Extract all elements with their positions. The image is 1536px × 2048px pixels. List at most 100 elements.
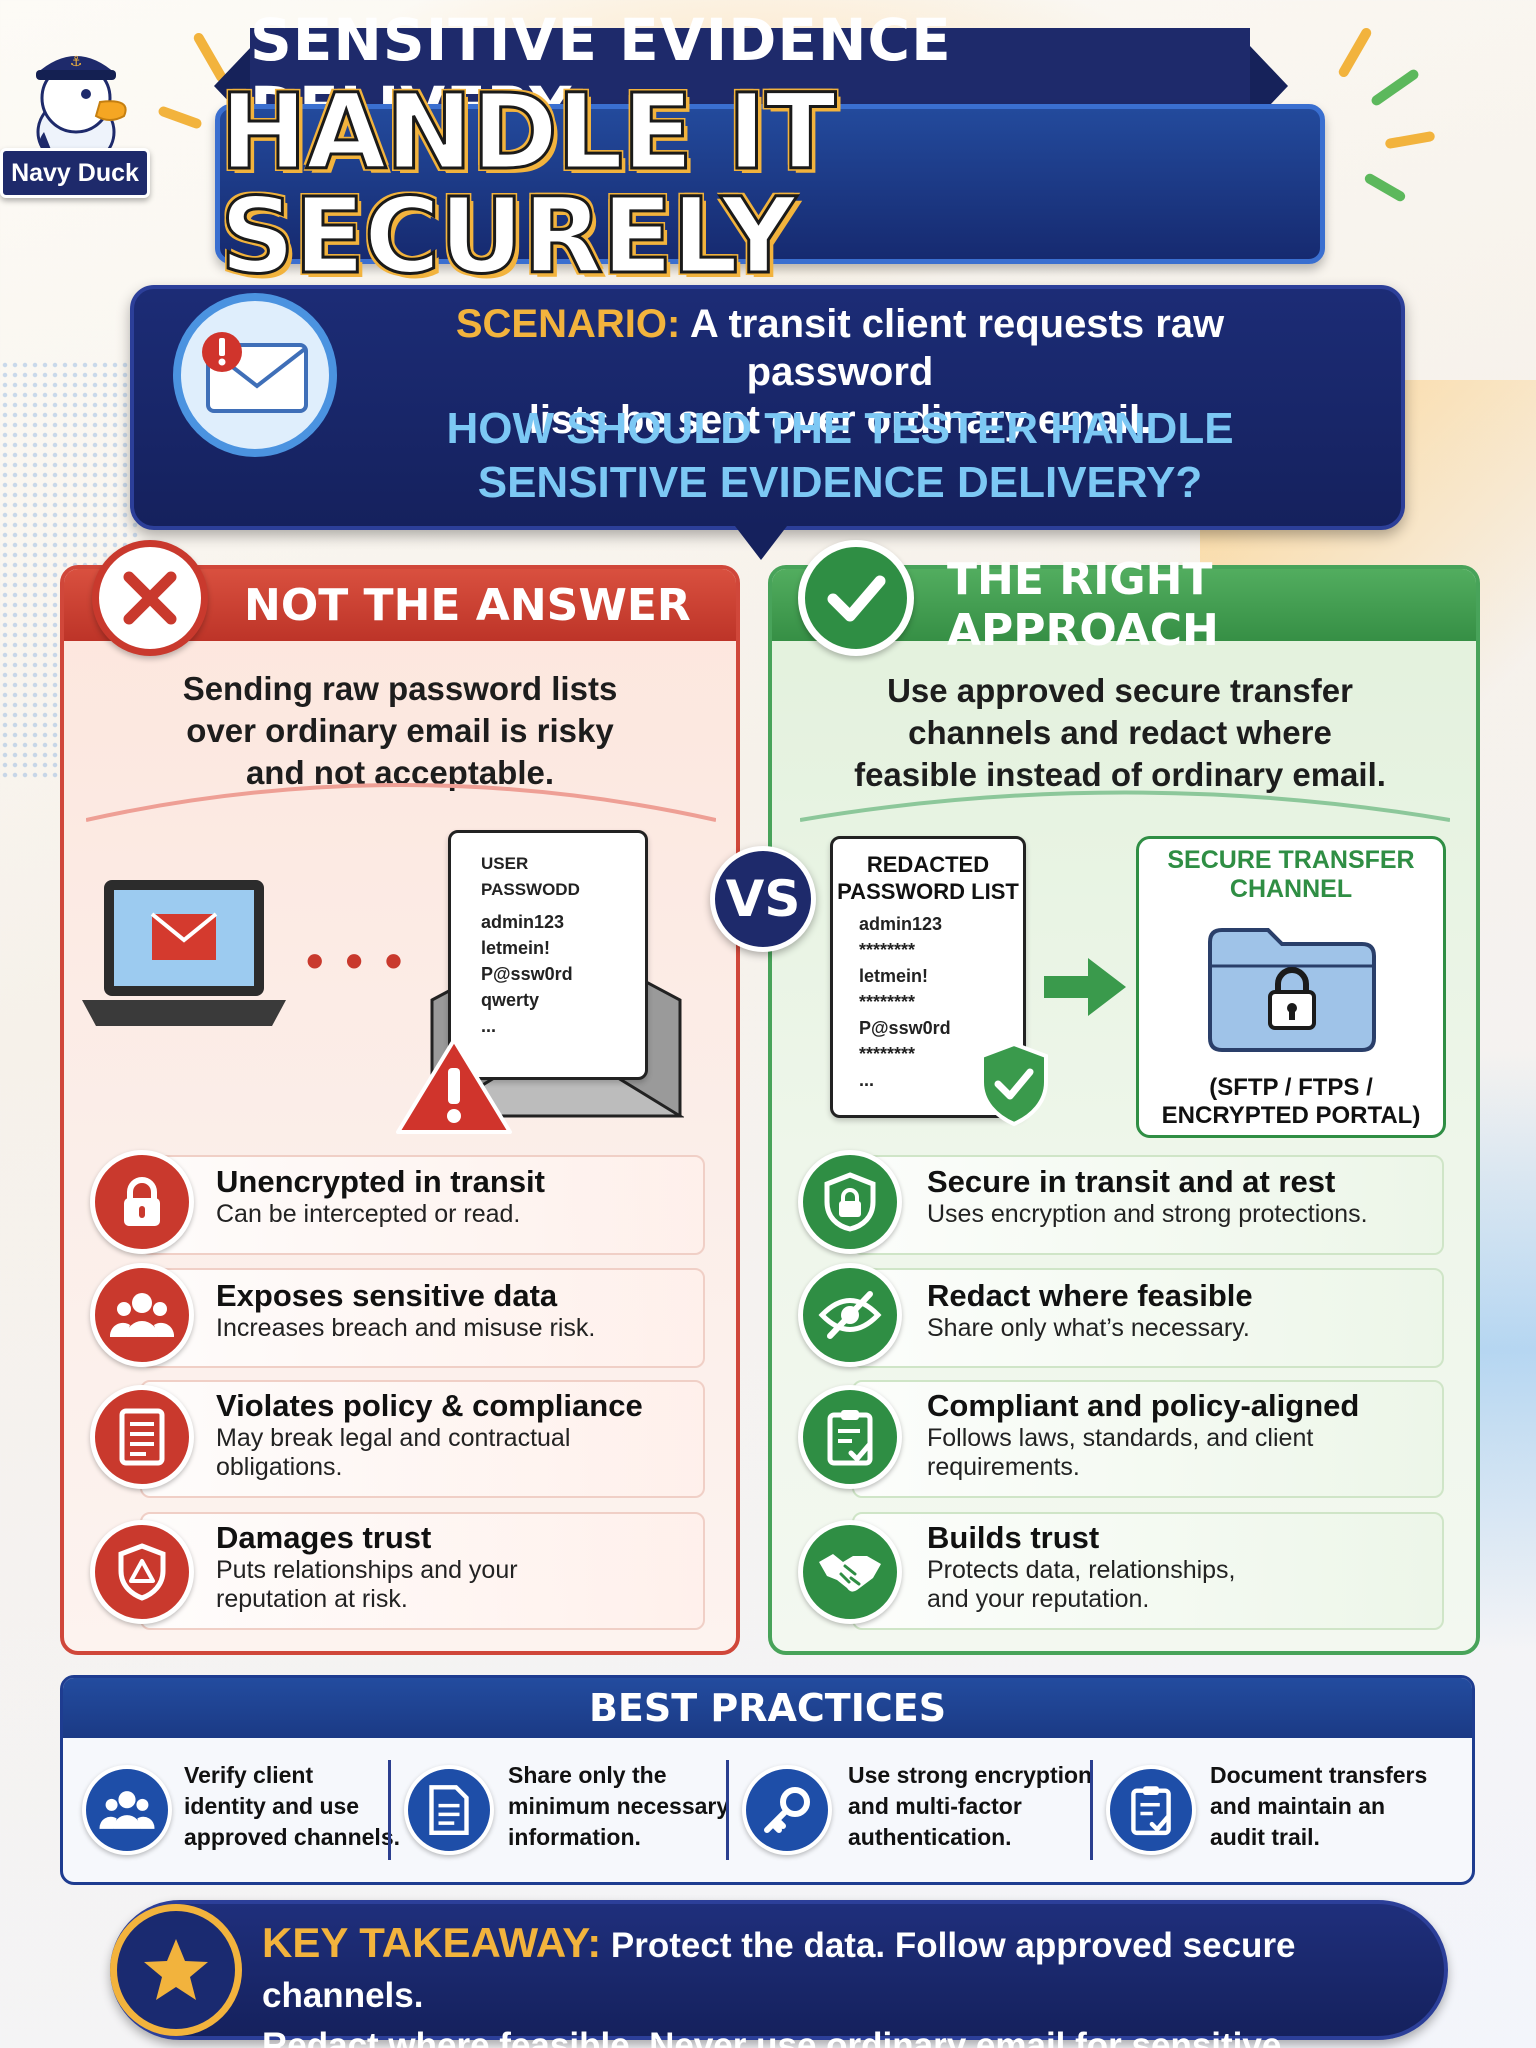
- benefit-title: Secure in transit and at rest: [927, 1164, 1336, 1199]
- best-practice-item: Verify client identity and use approved …: [184, 1760, 400, 1853]
- risk-title: Violates policy & compliance: [216, 1388, 643, 1423]
- best-practice-line: and maintain an: [1210, 1793, 1386, 1819]
- shield-warning-icon: [90, 1520, 194, 1624]
- sparkle-ray: [157, 105, 203, 130]
- redacted-line: P@ssw0rd: [859, 1018, 951, 1038]
- benefit-sub: requirements.: [927, 1453, 1080, 1481]
- risk-text: Damages trust Puts relationships and you…: [216, 1520, 518, 1614]
- best-practice-line: Use strong encryption: [848, 1762, 1093, 1788]
- risk-sub: reputation at risk.: [216, 1585, 408, 1613]
- clipboard-check-icon: [798, 1385, 902, 1489]
- question-line2: SENSITIVE EVIDENCE DELIVERY?: [477, 458, 1203, 507]
- benefit-text: Compliant and policy-aligned Follows law…: [927, 1388, 1359, 1482]
- key-icon: [742, 1765, 832, 1855]
- benefit-row: [852, 1512, 1444, 1630]
- letter-line: USER: [481, 854, 529, 873]
- letter-line: ...: [481, 1016, 497, 1036]
- risk-sub: Puts relationships and your: [216, 1556, 518, 1584]
- benefit-sub: Follows laws, standards, and client: [927, 1424, 1314, 1452]
- email-alert-icon: [173, 293, 337, 457]
- benefit-title: Redact where feasible: [927, 1278, 1253, 1313]
- channel-title: SECURE TRANSFER CHANNEL: [1136, 846, 1446, 904]
- lead-line: feasible instead of ordinary email.: [854, 756, 1386, 793]
- scenario-pointer: [735, 526, 787, 560]
- channel-title-line: CHANNEL: [1229, 875, 1353, 903]
- best-practice-line: approved channels.: [184, 1824, 401, 1850]
- divider: [1090, 1760, 1093, 1860]
- scenario-line1: A transit client requests raw password: [689, 302, 1225, 394]
- benefit-row: [852, 1155, 1444, 1255]
- best-practice-item: Share only the minimum necessary informa…: [508, 1760, 729, 1853]
- document-icon: [404, 1765, 494, 1855]
- headline: HANDLE IT SECURELY: [219, 71, 838, 297]
- best-practice-line: authentication.: [848, 1824, 1012, 1850]
- divider: [726, 1760, 729, 1860]
- vs-badge: VS: [710, 846, 816, 952]
- locked-folder-icon: [1208, 928, 1376, 1052]
- letter-line: P@ssw0rd: [481, 964, 573, 984]
- scenario-text: SCENARIO: A transit client requests raw …: [365, 300, 1315, 444]
- best-practice-item: Document transfers and maintain an audit…: [1210, 1760, 1427, 1853]
- best-practice-line: Document transfers: [1210, 1762, 1428, 1788]
- shield-lock-icon: [798, 1150, 902, 1254]
- best-practice-line: Verify client: [184, 1762, 314, 1788]
- arrow-right-icon: [1044, 958, 1126, 1016]
- benefit-text: Secure in transit and at rest Uses encry…: [927, 1164, 1368, 1229]
- mascot-label: Navy Duck: [0, 148, 150, 198]
- key-takeaway-text: KEY TAKEAWAY: Protect the data. Follow a…: [262, 1918, 1422, 2048]
- question-line1: HOW SHOULD THE TESTER HANDLE: [446, 404, 1234, 453]
- users-icon: [82, 1765, 172, 1855]
- divider-wave: [800, 790, 1450, 822]
- redacted-line: ********: [859, 992, 916, 1012]
- document-icon: [90, 1385, 194, 1489]
- redacted-line: letmein!: [859, 966, 929, 986]
- lock-icon: [90, 1150, 194, 1254]
- channel-protocols: (SFTP / FTPS / ENCRYPTED PORTAL): [1136, 1074, 1446, 1130]
- risk-text: Exposes sensitive data Increases breach …: [216, 1278, 595, 1343]
- benefit-sub: Protects data, relationships,: [927, 1556, 1236, 1584]
- laptop-email-icon: [82, 880, 286, 1026]
- eye-slash-icon: [798, 1263, 902, 1367]
- lead-line: over ordinary email is risky: [186, 712, 614, 749]
- channel-protocol-line: ENCRYPTED PORTAL): [1161, 1102, 1421, 1129]
- sparkle-ray: [1336, 26, 1374, 79]
- redacted-line: ********: [859, 1044, 916, 1064]
- risk-row: [140, 1268, 705, 1368]
- lead-line: Sending raw password lists: [182, 670, 618, 707]
- best-practice-item: Use strong encryption and multi-factor a…: [848, 1760, 1092, 1853]
- risk-title: Exposes sensitive data: [216, 1278, 558, 1313]
- scenario-panel: [130, 285, 1405, 530]
- redacted-title: PASSWORD LIST: [837, 879, 1019, 904]
- redacted-password-list: REDACTED PASSWORD LIST admin123 ********…: [830, 836, 1026, 1118]
- redacted-line: ********: [859, 940, 916, 960]
- headline-banner: HANDLE IT SECURELY: [215, 79, 1325, 290]
- benefit-text: Builds trust Protects data, relationship…: [927, 1520, 1236, 1614]
- right-approach-heading: THE RIGHT APPROACH: [947, 554, 1219, 656]
- best-practice-line: and multi-factor: [848, 1793, 1022, 1819]
- scenario-label: SCENARIO:: [455, 302, 681, 346]
- users-icon: [90, 1263, 194, 1367]
- best-practice-line: information.: [508, 1824, 641, 1850]
- lead-line: channels and redact where: [908, 714, 1332, 751]
- scenario-question: HOW SHOULD THE TESTER HANDLE SENSITIVE E…: [365, 402, 1315, 510]
- best-practice-line: identity and use: [184, 1793, 360, 1819]
- risk-sub: obligations.: [216, 1453, 343, 1481]
- x-mark-icon: [92, 540, 208, 656]
- letter-line: qwerty: [481, 990, 540, 1010]
- benefit-sub: Share only what’s necessary.: [927, 1314, 1250, 1342]
- sparkle-ray: [1363, 171, 1407, 204]
- benefit-title: Builds trust: [927, 1520, 1100, 1555]
- takeaway-line2: Redact where feasible. Never use ordinar…: [262, 2026, 1282, 2048]
- redacted-title: REDACTED: [866, 852, 990, 877]
- takeaway-line1: Protect the data. Follow approved secure…: [262, 1926, 1296, 2015]
- handshake-icon: [798, 1520, 902, 1624]
- star-icon: [110, 1904, 242, 2036]
- right-approach-lead: Use approved secure transfer channels an…: [800, 670, 1440, 796]
- divider: [388, 1760, 391, 1860]
- checkmark-icon: [798, 540, 914, 656]
- best-practice-line: audit trail.: [1210, 1824, 1320, 1850]
- key-takeaway-label: KEY TAKEAWAY:: [262, 1919, 602, 1966]
- sparkle-ray: [1384, 130, 1436, 150]
- best-practices-heading: BEST PRACTICES: [63, 1678, 1472, 1738]
- scenario-line2: lists be sent over ordinary email.: [528, 398, 1152, 442]
